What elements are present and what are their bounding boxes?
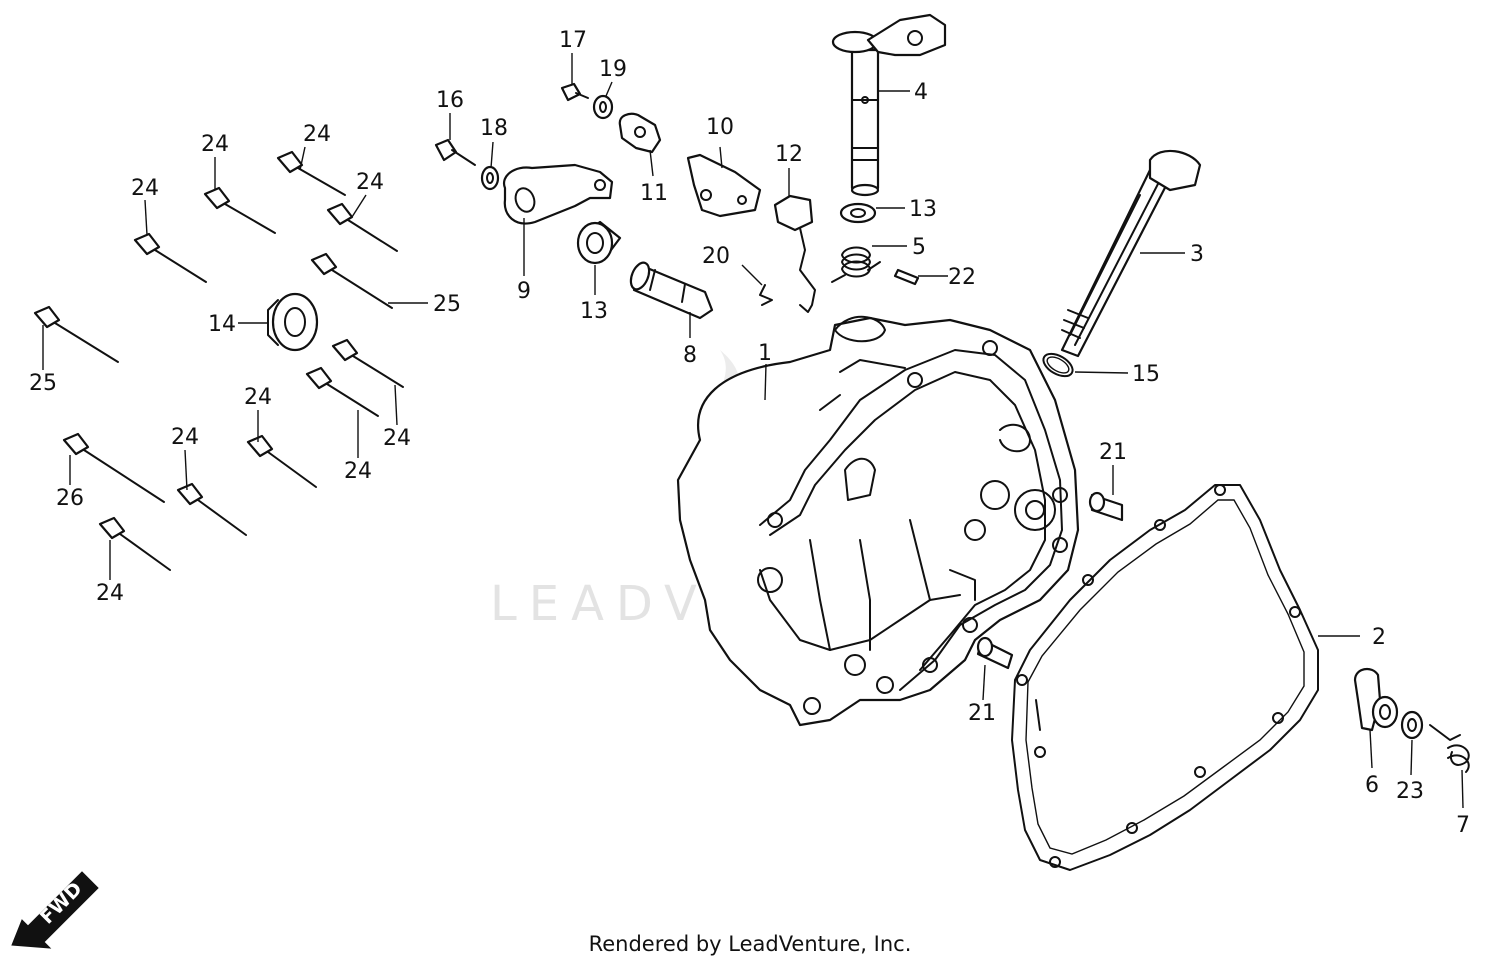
callout-24-b: 24 bbox=[303, 122, 331, 147]
part-20-clip bbox=[759, 284, 773, 306]
part-14-oil-seal bbox=[267, 292, 319, 352]
part-13-bearing-left bbox=[576, 220, 622, 265]
callout-8: 8 bbox=[683, 343, 697, 368]
part-6-cam bbox=[1353, 667, 1399, 732]
part-9-bracket bbox=[502, 163, 614, 225]
bolt-g bbox=[331, 338, 404, 388]
callout-2: 2 bbox=[1372, 625, 1386, 650]
part-2-gasket bbox=[1011, 484, 1319, 871]
callout-21-upper: 21 bbox=[1099, 440, 1127, 465]
bolt-e bbox=[310, 252, 393, 309]
leader-lines bbox=[42, 53, 1464, 809]
bolt-b bbox=[203, 186, 276, 234]
bolt-l bbox=[98, 516, 171, 571]
callout-4: 4 bbox=[914, 80, 928, 105]
part-19-washer bbox=[592, 94, 614, 120]
callout-21-lower: 21 bbox=[968, 701, 996, 726]
callout-25-b: 25 bbox=[29, 371, 57, 396]
callout-13-top: 13 bbox=[909, 197, 937, 222]
callout-17: 17 bbox=[559, 28, 587, 53]
bolt-h bbox=[305, 366, 379, 417]
callout-5: 5 bbox=[912, 235, 926, 260]
part-16-bolt bbox=[434, 138, 476, 166]
callout-11: 11 bbox=[640, 181, 668, 206]
callout-24-i: 24 bbox=[96, 581, 124, 606]
callout-3: 3 bbox=[1190, 242, 1204, 267]
callout-7: 7 bbox=[1456, 813, 1470, 838]
callout-24-e: 24 bbox=[383, 426, 411, 451]
part-4-shaft bbox=[831, 13, 947, 197]
part-1-crankcase-cover bbox=[676, 315, 1080, 727]
callout-22: 22 bbox=[948, 265, 976, 290]
part-10-plate bbox=[686, 153, 762, 218]
callout-9: 9 bbox=[517, 279, 531, 304]
part-21-dowel-a bbox=[1088, 491, 1124, 522]
part-22-pin bbox=[893, 268, 920, 286]
callout-24-h: 24 bbox=[171, 425, 199, 450]
callout-1: 1 bbox=[758, 341, 772, 366]
part-3-rod bbox=[1060, 149, 1202, 358]
callout-24-c: 24 bbox=[356, 170, 384, 195]
callout-10: 10 bbox=[706, 115, 734, 140]
bolt-c bbox=[326, 202, 398, 252]
bolt-f bbox=[33, 305, 119, 363]
callout-12: 12 bbox=[775, 142, 803, 167]
callout-19: 19 bbox=[599, 57, 627, 82]
part-5-spring bbox=[831, 246, 881, 283]
bolt-d bbox=[133, 232, 207, 283]
footer-credit: Rendered by LeadVenture, Inc. bbox=[588, 932, 912, 956]
callout-24-d: 24 bbox=[131, 176, 159, 201]
part-7-spring bbox=[1429, 724, 1470, 773]
bolt-k bbox=[176, 482, 247, 536]
part-21-dowel-b bbox=[976, 636, 1014, 670]
part-11-bracket bbox=[618, 112, 662, 154]
callout-13-left: 13 bbox=[580, 299, 608, 324]
part-12-switch bbox=[773, 194, 816, 313]
callout-23: 23 bbox=[1396, 779, 1424, 804]
callout-14: 14 bbox=[208, 312, 236, 337]
part-17-bolt bbox=[560, 82, 589, 102]
callout-24-f: 24 bbox=[344, 459, 372, 484]
bolt-i bbox=[246, 434, 317, 488]
callouts: 1 2 3 4 5 6 7 8 9 10 11 12 13 13 14 15 1… bbox=[29, 28, 1470, 838]
part-8-pin bbox=[629, 261, 714, 320]
callout-16: 16 bbox=[436, 88, 464, 113]
callout-24-a: 24 bbox=[201, 132, 229, 157]
callout-25-a: 25 bbox=[433, 292, 461, 317]
bolt-a bbox=[276, 150, 346, 196]
callout-15: 15 bbox=[1132, 362, 1160, 387]
callout-18: 18 bbox=[480, 116, 508, 141]
part-18-washer bbox=[480, 165, 500, 191]
callout-26: 26 bbox=[56, 486, 84, 511]
part-15-o-ring bbox=[1042, 352, 1074, 378]
part-13-seal-top bbox=[839, 202, 877, 224]
bolt-j bbox=[62, 432, 165, 503]
part-23-washer bbox=[1400, 710, 1424, 740]
bolts bbox=[33, 150, 404, 571]
callout-6: 6 bbox=[1365, 773, 1379, 798]
callout-20: 20 bbox=[702, 244, 730, 269]
callout-24-g: 24 bbox=[244, 385, 272, 410]
